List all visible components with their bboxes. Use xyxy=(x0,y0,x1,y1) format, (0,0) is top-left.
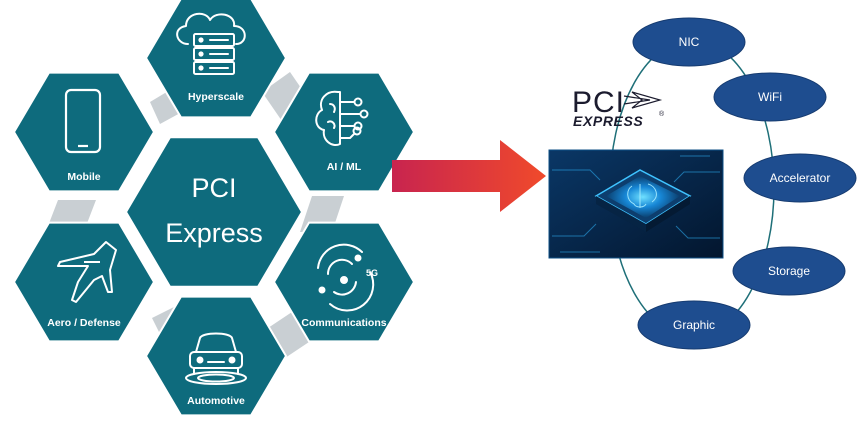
node-storage-label: Storage xyxy=(768,264,810,278)
logo-registered-mark: ® xyxy=(659,110,665,118)
connector-aero-mobile xyxy=(48,200,96,226)
smartphone-icon xyxy=(64,88,102,154)
segment-label-mobile: Mobile xyxy=(67,171,100,183)
segment-label-hyperscale: Hyperscale xyxy=(188,91,244,103)
node-storage: Storage xyxy=(732,246,846,296)
hex-hyperscale xyxy=(144,0,288,119)
node-storage-shape xyxy=(732,246,846,296)
5g-signal-icon: 5G xyxy=(317,243,378,312)
node-wifi-label: WiFi xyxy=(758,90,782,104)
hex-ai-ml xyxy=(272,71,416,193)
pci-express-logo: PCI EXPRESS ® xyxy=(572,86,665,129)
server-cloud-icon xyxy=(176,12,246,75)
hex-aero-defense xyxy=(12,221,156,343)
segment-label-communications: Communications xyxy=(301,317,386,329)
svg-text:5G: 5G xyxy=(366,268,378,278)
right-arrow-icon xyxy=(392,140,546,212)
segment-label-ai-ml: AI / ML xyxy=(327,161,362,173)
chip-image xyxy=(548,149,724,259)
hub-title-line2: Express xyxy=(165,218,263,248)
segment-label-automotive: Automotive xyxy=(187,395,245,407)
node-graphic-label: Graphic xyxy=(673,318,715,332)
node-accelerator: Accelerator xyxy=(743,153,857,203)
node-accelerator-shape xyxy=(743,153,857,203)
jet-icon xyxy=(57,241,117,303)
node-graphic-shape xyxy=(637,300,751,350)
hexagon-cluster xyxy=(12,0,416,417)
node-wifi-shape xyxy=(713,72,827,122)
node-graphic: Graphic xyxy=(637,300,751,350)
logo-express-text: EXPRESS xyxy=(573,113,643,129)
node-wifi: WiFi xyxy=(713,72,827,122)
logo-chevron-icon xyxy=(631,91,663,109)
hub-title-line1: PCI xyxy=(191,173,236,203)
node-nic-label: NIC xyxy=(679,35,700,49)
hex-hub-pci-express xyxy=(124,136,304,288)
segment-label-aero-defense: Aero / Defense xyxy=(47,317,121,329)
node-nic-shape xyxy=(632,17,746,67)
node-nic: NIC xyxy=(632,17,746,67)
brain-circuit-icon xyxy=(315,90,369,146)
logo-pci-text: PCI xyxy=(572,86,625,119)
car-icon xyxy=(185,332,247,385)
hex-mobile xyxy=(12,71,156,193)
hex-automotive xyxy=(144,295,288,417)
node-accelerator-label: Accelerator xyxy=(770,171,831,185)
